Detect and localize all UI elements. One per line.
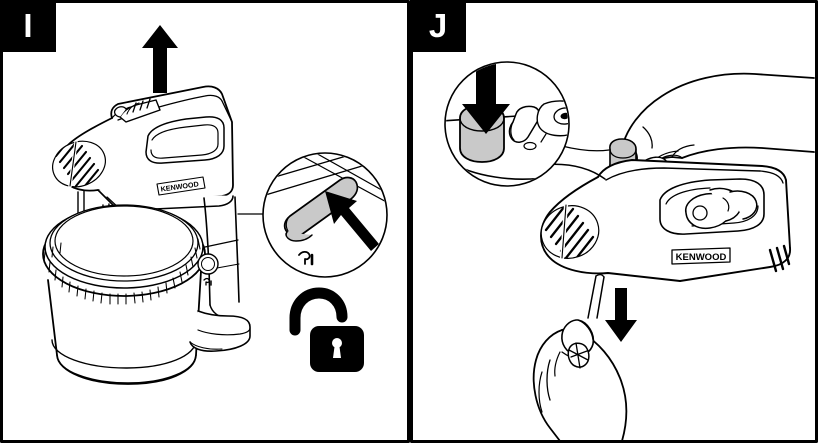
unlock-padlock-icon <box>289 287 364 372</box>
rear-vent-slats <box>768 244 791 273</box>
press-arrow-icon <box>325 191 379 251</box>
speed-control-switches[interactable] <box>111 98 161 123</box>
speed-slider[interactable] <box>508 105 541 143</box>
hand-lower-catching-beater <box>532 319 628 442</box>
beater-head-grip <box>567 342 590 369</box>
panel-i-artwork: KENWOOD <box>0 0 410 443</box>
carry-handle[interactable] <box>145 116 225 164</box>
panel-j-artwork: KENWOOD <box>410 0 818 443</box>
carry-handle[interactable] <box>659 178 765 235</box>
brand-badge: KENWOOD <box>156 176 206 196</box>
stand-foot <box>189 310 251 352</box>
panel-i: KENWOOD <box>0 0 410 443</box>
mixing-bowl[interactable] <box>47 270 202 385</box>
panel-label-j: J <box>410 0 466 52</box>
release-slider-inset <box>237 152 388 278</box>
brand-badge: KENWOOD <box>671 247 731 265</box>
panel-j: KENWOOD <box>410 0 818 443</box>
eject-button-inset <box>444 61 610 187</box>
beater-shank <box>587 273 605 319</box>
eject-arrow-down-icon <box>605 288 637 342</box>
bowl-release-knob[interactable] <box>197 253 219 286</box>
unlock-mark-icon <box>298 250 314 266</box>
press-arrow-icon <box>462 63 510 134</box>
brand-badge-text: KENWOOD <box>676 252 727 263</box>
panel-label-i: I <box>0 0 56 52</box>
lift-arrow-up-icon <box>142 25 178 93</box>
bowl-collar-ring[interactable] <box>42 204 206 305</box>
